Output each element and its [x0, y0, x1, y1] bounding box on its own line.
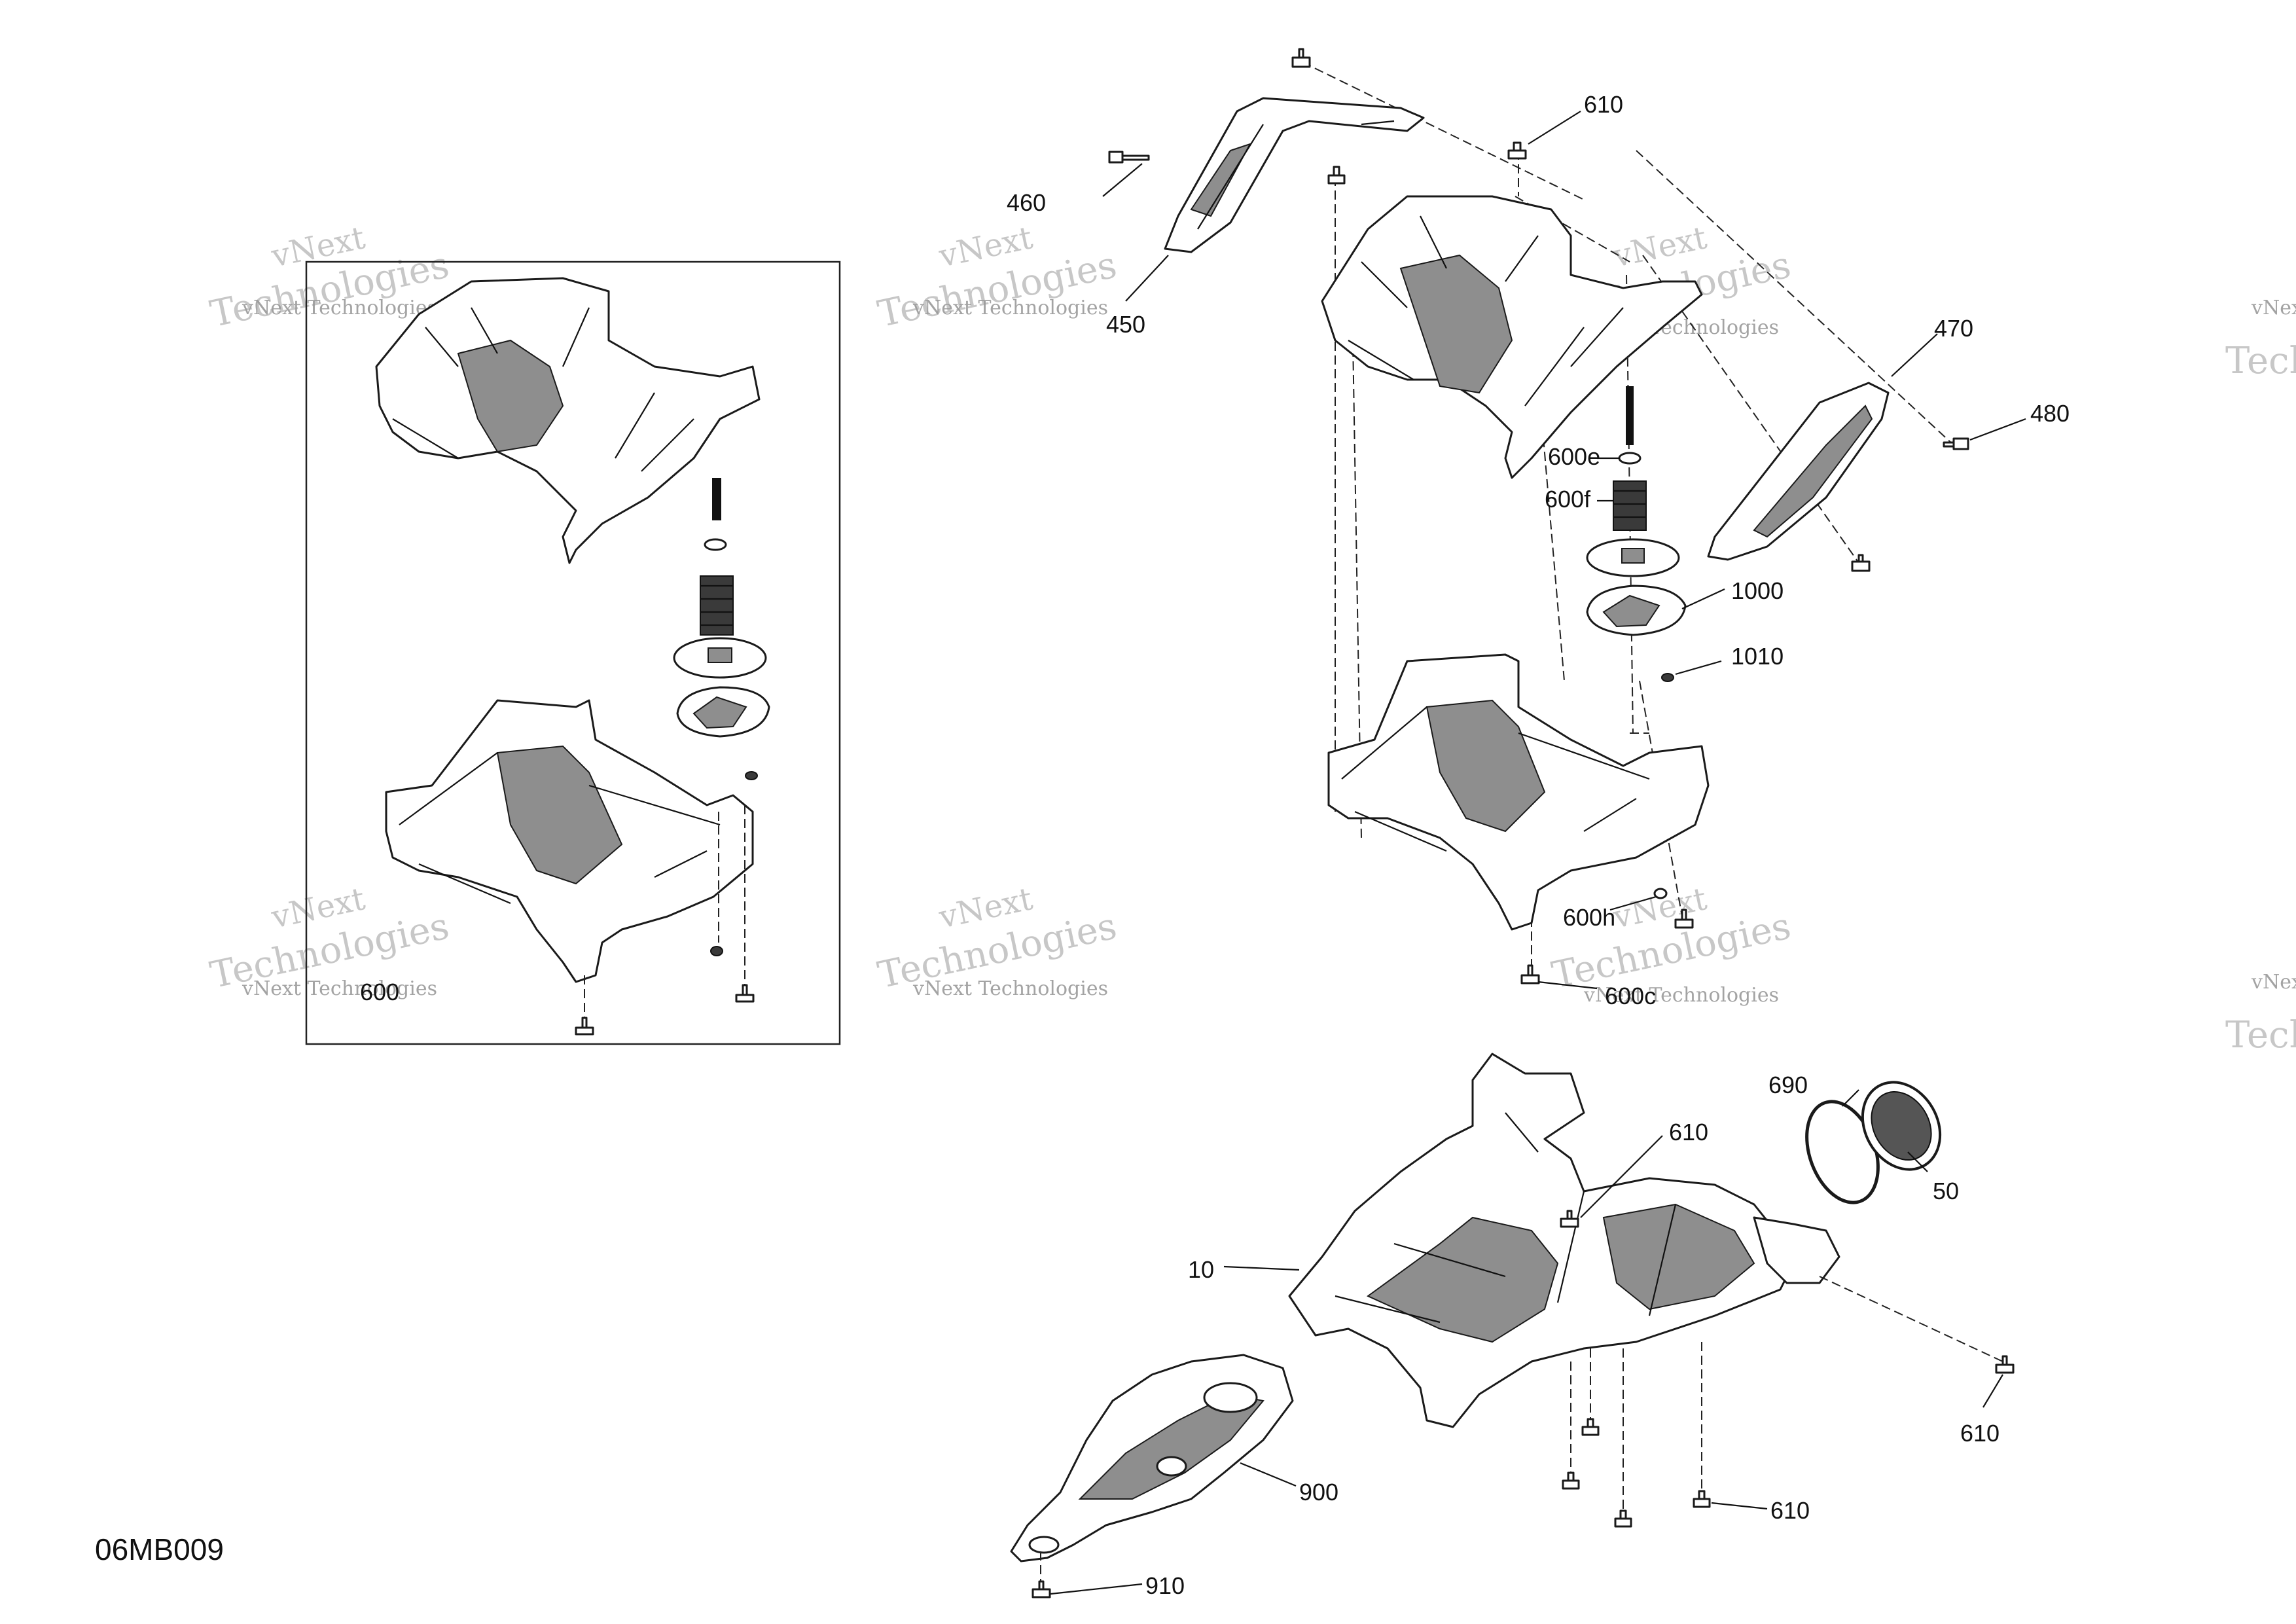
callout-470: 470: [1934, 315, 1973, 342]
inset-frame: [305, 261, 841, 1045]
callout-460: 460: [1007, 189, 1046, 216]
callout-600f: 600f: [1545, 486, 1591, 513]
inset-spring-cap-hub: [708, 647, 732, 663]
bolt-470-lower: [1851, 554, 1871, 572]
callout-600h: 600h: [1563, 904, 1615, 931]
bolt-600h-right: [1674, 909, 1694, 929]
callout-50: 50: [1933, 1178, 1959, 1204]
bolt-lower-c: [1614, 1509, 1632, 1528]
callout-1010: 1010: [1731, 643, 1784, 670]
watermark-word2: Technologies: [2225, 1014, 2296, 1056]
spring-600f: [1613, 480, 1647, 531]
callout-900: 900: [1299, 1479, 1338, 1506]
washer-600e: [1618, 452, 1641, 465]
main-upper-assembly: [1108, 48, 1969, 984]
callout-1000: 1000: [1731, 577, 1784, 604]
nut-600h: [1653, 888, 1668, 899]
bolt-lower-a: [1581, 1418, 1600, 1436]
bolt-610-top: [1507, 141, 1527, 160]
callout-910: 910: [1145, 1572, 1185, 1599]
callout-10: 10: [1188, 1256, 1214, 1283]
bolt-600c: [1520, 964, 1540, 984]
watermark-word2: Technologies: [2225, 340, 2296, 382]
callout-610-bottom: 610: [1770, 1497, 1810, 1524]
watermark-company: vNext Technologies: [2251, 297, 2296, 319]
bolt-610-mid: [1560, 1210, 1579, 1228]
callout-600e: 600e: [1548, 443, 1600, 470]
bolt-610-bottom: [1693, 1490, 1711, 1508]
main-lower-assembly: [1010, 1053, 2015, 1598]
part-10-lower-housing: [1288, 1053, 1795, 1428]
callout-690: 690: [1768, 1072, 1808, 1098]
bolt-610-right: [1995, 1355, 2015, 1374]
inset-bottom-bolt: [575, 1017, 594, 1036]
callout-610-mid: 610: [1669, 1119, 1708, 1146]
bolt-460: [1108, 151, 1150, 164]
nut-1010: [1661, 673, 1674, 682]
watermark-company: vNext Technologies: [912, 977, 1108, 1000]
callout-600c: 600c: [1605, 983, 1656, 1009]
callout-610-top: 610: [1584, 91, 1623, 118]
bolt-480: [1943, 437, 1969, 450]
drawing-code: 06MB009: [95, 1532, 224, 1566]
part-10-snout: [1753, 1216, 1840, 1284]
bolt-left-top: [1327, 166, 1346, 185]
bolt-top-450: [1291, 48, 1311, 68]
inset-nut: [745, 771, 758, 780]
part-450-bracket: [1164, 97, 1425, 253]
inset-washer: [704, 538, 727, 551]
inset-upper-housing-shade: [457, 339, 564, 453]
inset-upper-housing: [375, 277, 761, 564]
inset-assembly-600: [305, 261, 841, 1045]
watermark-company: vNext Technologies: [2251, 971, 2296, 994]
callout-480: 480: [2030, 400, 2070, 427]
watermark-company: vNext Technologies: [1583, 984, 1779, 1007]
watermark-company: vNext Technologies: [242, 297, 437, 319]
inset-lower-bolt: [735, 984, 755, 1003]
inset-spring: [700, 575, 734, 636]
callout-600: 600: [360, 979, 399, 1005]
watermark-company: vNext Technologies: [912, 297, 1108, 319]
watermark-company: vNext Technologies: [242, 977, 437, 1000]
bolt-lower-b: [1562, 1471, 1580, 1490]
part-900-recess: [1203, 1382, 1258, 1413]
grille-50-mesh: [1871, 1091, 1932, 1161]
inset-lower-nut: [710, 946, 723, 956]
callout-450: 450: [1106, 311, 1145, 338]
leader-lines: [1050, 111, 2026, 1595]
callout-labels: 450 460 610 470 480 600e 600f 1000 1010 …: [360, 91, 2070, 1599]
callout-610-right: 610: [1960, 1420, 2000, 1447]
bolt-910: [1031, 1580, 1051, 1598]
